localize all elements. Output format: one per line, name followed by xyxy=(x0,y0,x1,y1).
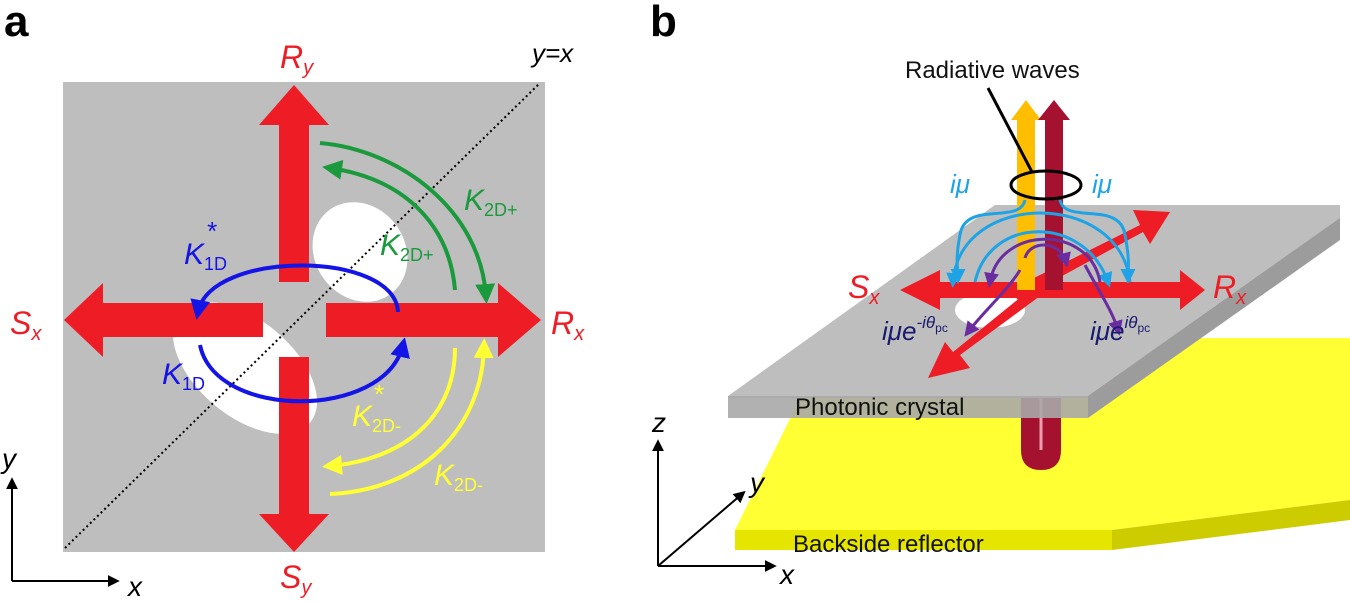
radiative-ring xyxy=(1009,169,1083,201)
label-imu-right: iμ xyxy=(1092,169,1112,199)
arrow-k1d xyxy=(198,337,410,404)
backside-reflector-front xyxy=(735,530,1112,550)
arrow-sy xyxy=(259,357,329,552)
axis-y-arrow-b xyxy=(657,490,746,567)
arrow-ry xyxy=(259,85,329,282)
label-k2dminus-star-sup: * xyxy=(373,379,384,409)
photonic-crystal xyxy=(728,205,1340,398)
arrow-imu-purple-right xyxy=(1083,264,1123,336)
label-k1d-star-sup: * xyxy=(206,216,217,246)
label-k2dminus: K2D- xyxy=(434,459,483,495)
arrow-k2dplus-inner xyxy=(322,159,457,291)
panel-a: a Ry Rx Sx Sy y=x K2D+ K2D+ K1D * K1D xyxy=(0,0,585,602)
label-sy: Sy xyxy=(280,559,312,599)
hole-upper xyxy=(312,202,408,302)
panel-b: b Radiative waves xyxy=(650,0,1350,590)
axis-y-label: y xyxy=(0,443,18,474)
label-ry: Ry xyxy=(280,39,314,79)
photonic-crystal-side xyxy=(1088,218,1340,418)
arrow-imu-purple-left xyxy=(964,269,1022,337)
arrow-imu-left-outer xyxy=(950,199,1027,284)
label-imu-left: iμ xyxy=(950,169,970,199)
arrow-imu-purple-inner xyxy=(1023,243,1071,268)
axis-y-label-b: y xyxy=(748,467,766,498)
label-k2dplus-outer: K2D+ xyxy=(464,184,518,220)
arrow-k2dminus-star xyxy=(322,347,457,475)
label-k1d: K1D xyxy=(162,358,205,394)
label-k2dplus-inner: K2D+ xyxy=(380,229,434,265)
label-imu-neg: iμe-iθpc xyxy=(882,313,948,346)
axis-x-label: x xyxy=(126,571,143,602)
arrow-rx xyxy=(326,283,541,357)
label-diagonal: y=x xyxy=(530,38,574,68)
label-backside-reflector: Backside reflector xyxy=(793,531,984,558)
radiative-pointer xyxy=(986,87,1034,173)
arrow-imu-cross-left xyxy=(946,211,1132,288)
label-b-rx: Rx xyxy=(1213,269,1247,309)
label-imu-pos: iμeiθpc xyxy=(1090,313,1150,346)
arrow-k1d-star xyxy=(190,263,400,320)
label-k2dminus-star: K2D- xyxy=(352,400,401,436)
arrow-b-y-minus xyxy=(928,288,1040,378)
axis-z-label: z xyxy=(651,407,666,438)
arrow-imu-purple-upper xyxy=(984,237,1102,288)
panel-b-letter: b xyxy=(650,0,677,46)
backside-reflector-side xyxy=(1112,500,1350,550)
panel-a-letter: a xyxy=(4,0,29,46)
arrow-sx xyxy=(64,283,263,357)
label-radiative-waves: Radiative waves xyxy=(905,57,1080,84)
diagonal-line xyxy=(64,82,541,549)
label-photonic-crystal: Photonic crystal xyxy=(795,394,964,421)
label-sx: Sx xyxy=(10,305,42,345)
axis-x-label-b: x xyxy=(778,559,795,590)
arrow-k2dminus xyxy=(329,338,494,496)
photonic-crystal-front xyxy=(728,396,1088,418)
label-k1d-star: K1D xyxy=(184,238,227,274)
arrow-imu-cross-right xyxy=(973,230,1113,288)
label-rx: Rx xyxy=(551,305,585,345)
label-b-sx: Sx xyxy=(848,269,880,309)
arrow-k2dplus-outer xyxy=(319,141,496,304)
